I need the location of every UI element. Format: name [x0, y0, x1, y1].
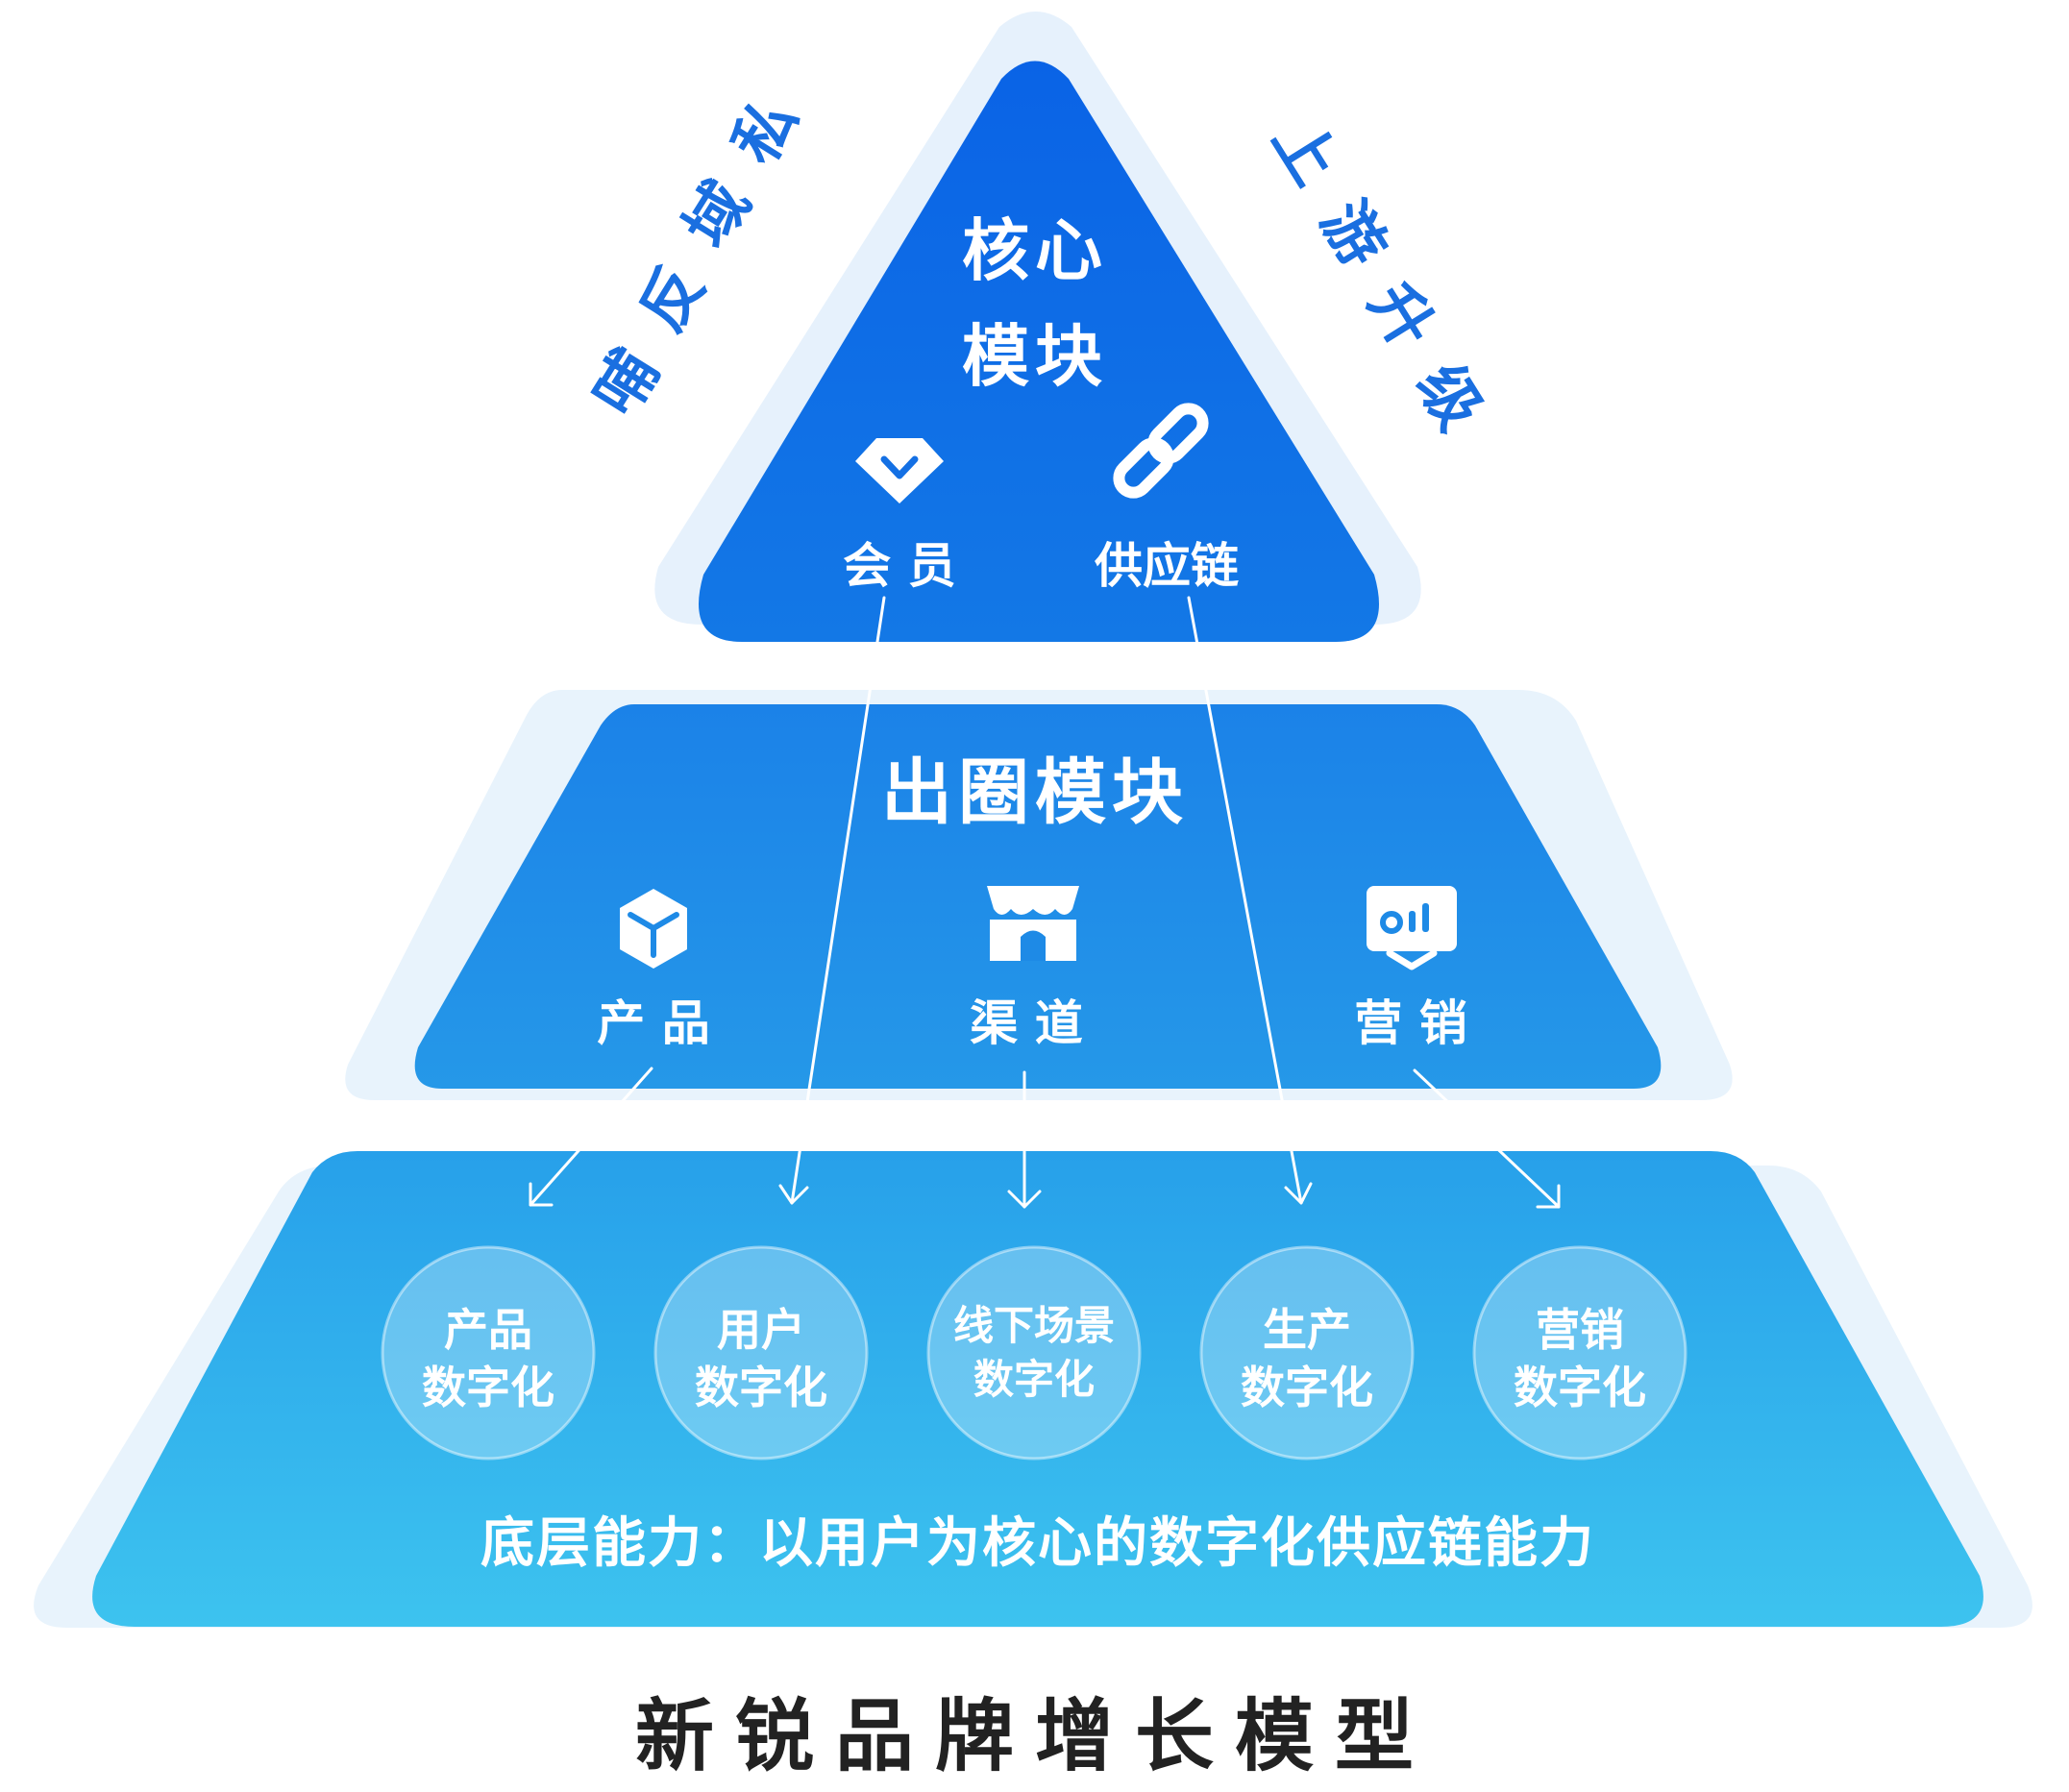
- circle-user-line1: 用户: [717, 1304, 805, 1356]
- arrow-marketing-to-marketing-digital-head: [1536, 1184, 1561, 1209]
- circle-user-line2: 数字化: [695, 1362, 827, 1413]
- middle-item-marketing-label: 营 销: [1354, 995, 1466, 1051]
- circle-production-digital: 生产 数字化: [1199, 1245, 1415, 1461]
- store-icon: [987, 886, 1079, 961]
- circle-offline-line2: 数字化: [973, 1356, 1095, 1403]
- arrow-channel-to-offline-head: [1007, 1190, 1042, 1209]
- circle-marketing-digital: 营销 数字化: [1472, 1245, 1687, 1461]
- circle-offline-scene-digital: 线下场景 数字化: [926, 1245, 1142, 1461]
- circle-user-digital: 用户 数字化: [653, 1245, 869, 1461]
- top-item-supply-chain-label: 供应链: [1095, 538, 1239, 594]
- top-module-shape: [699, 61, 1379, 642]
- top-item-member-label: 会 员: [843, 538, 955, 594]
- top-module-title-line2: 模块: [962, 317, 1108, 396]
- side-right-char-1: 上: [1258, 108, 1351, 197]
- bottom-module-caption: 底层能力：以用户为核心的数字化供应链能力: [480, 1512, 1595, 1575]
- middle-item-channel-label: 渠 道: [970, 995, 1082, 1051]
- side-left-char-3: 反: [627, 254, 720, 343]
- circle-marketing-line2: 数字化: [1514, 1362, 1646, 1413]
- arrow-member-to-user: [790, 596, 886, 1205]
- arrow-member-to-user-head: [778, 1184, 809, 1205]
- bottom-module-shape: [92, 1151, 1983, 1627]
- diagram-title: 新锐品牌增长模型: [635, 1691, 1435, 1782]
- connector-arrows: [529, 596, 1561, 1209]
- arrow-product-to-product-digital: [529, 1067, 653, 1207]
- circle-production-line1: 生产: [1263, 1304, 1351, 1356]
- circle-product-line2: 数字化: [422, 1362, 554, 1413]
- chain-link-icon: [1113, 403, 1209, 499]
- middle-module-title: 出圈模块: [881, 751, 1189, 834]
- diamond-icon: [855, 438, 944, 503]
- side-left-char-4: 哺: [580, 338, 674, 428]
- side-left-char-1: 私: [720, 86, 813, 176]
- arrow-marketing-to-marketing-digital: [1413, 1068, 1561, 1209]
- middle-item-product-label: 产 品: [597, 995, 709, 1051]
- arrow-supply-to-production: [1187, 596, 1303, 1205]
- circle-production-line2: 数字化: [1241, 1362, 1373, 1413]
- side-right-char-4: 级: [1402, 353, 1495, 442]
- arrow-supply-to-production-head: [1284, 1182, 1313, 1205]
- circle-product-line1: 产品: [444, 1304, 532, 1356]
- arrow-product-to-product-digital-head: [529, 1182, 554, 1207]
- top-module-title-line1: 核心: [962, 211, 1108, 290]
- circle-offline-line1: 线下场景: [953, 1302, 1115, 1349]
- cube-icon: [620, 889, 687, 969]
- side-right-char-2: 游: [1306, 189, 1399, 279]
- chart-board-icon: [1367, 886, 1457, 970]
- side-label-left: 私 域 反 哺: [580, 86, 813, 428]
- side-right-char-3: 升: [1354, 271, 1447, 360]
- capability-circles: 产品 数字化 用户 数字化 线下场景 数字化 生产 数字化 营销 数字化: [381, 1245, 1687, 1461]
- circle-product-digital: 产品 数字化: [381, 1245, 596, 1461]
- circle-marketing-line1: 营销: [1536, 1304, 1624, 1356]
- side-left-char-2: 域: [672, 170, 765, 259]
